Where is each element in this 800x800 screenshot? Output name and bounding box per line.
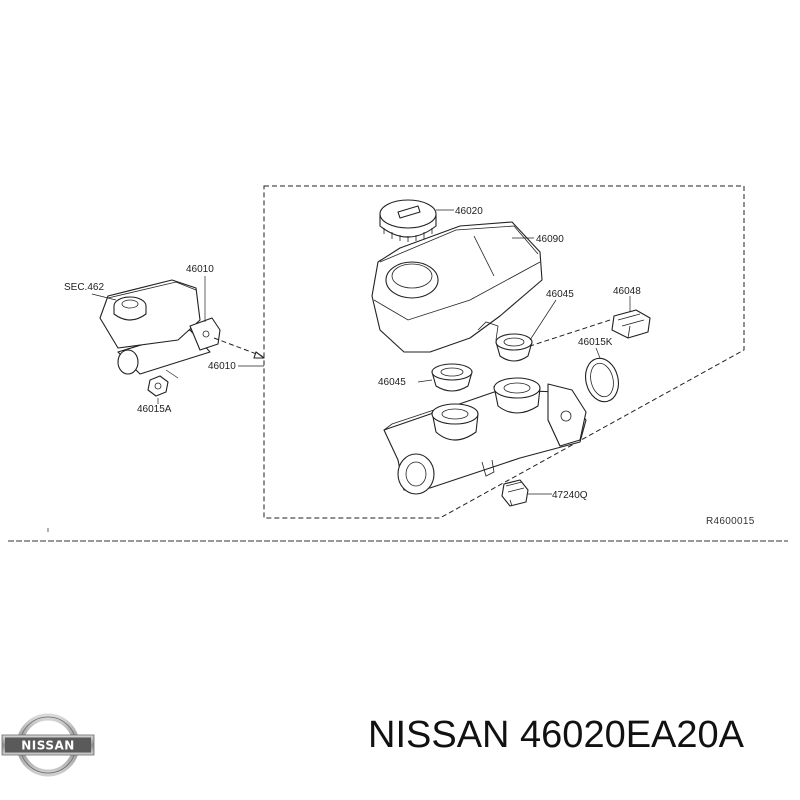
part-master-cylinder-body (383, 377, 587, 495)
part-number-caption: NISSAN 46020EA20A (368, 714, 745, 756)
label-46010-top: 46010 (186, 264, 214, 275)
label-46015a: 46015A (137, 404, 172, 415)
label-46090: 46090 (536, 234, 564, 245)
part-46045-lower-grommet (417, 363, 473, 392)
label-46048: 46048 (613, 286, 641, 297)
exploded-view-frame (263, 185, 745, 519)
part-47240q-sensor (501, 479, 552, 507)
nissan-logo: NISSAN (1, 713, 95, 777)
label-47240q: 47240Q (552, 490, 588, 501)
part-46045-upper-grommet (495, 299, 557, 362)
label-46045-lower: 46045 (378, 377, 406, 388)
part-46048-connector (529, 296, 651, 347)
drawing-code: R4600015 (706, 516, 755, 527)
label-sec462: SEC.462 (64, 282, 104, 293)
label-46015k: 46015K (578, 337, 613, 348)
label-46045-upper: 46045 (546, 289, 574, 300)
label-46020: 46020 (455, 206, 483, 217)
label-46010-side: 46010 (208, 361, 236, 372)
overview-assembly (91, 276, 265, 404)
part-46015k-o-ring (585, 347, 619, 403)
logo-text: NISSAN (21, 739, 75, 753)
part-46090-reservoir (371, 221, 543, 353)
part-46020-cap (379, 199, 454, 242)
